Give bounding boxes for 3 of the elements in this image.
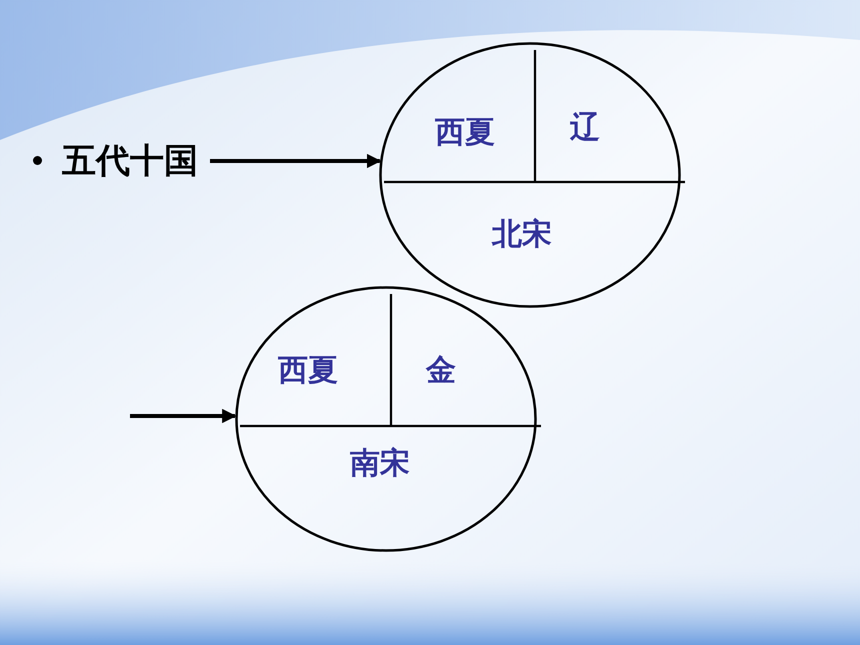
arrow xyxy=(210,154,382,168)
arrow xyxy=(130,408,236,424)
bullet-text: 五代十国 xyxy=(62,140,198,183)
